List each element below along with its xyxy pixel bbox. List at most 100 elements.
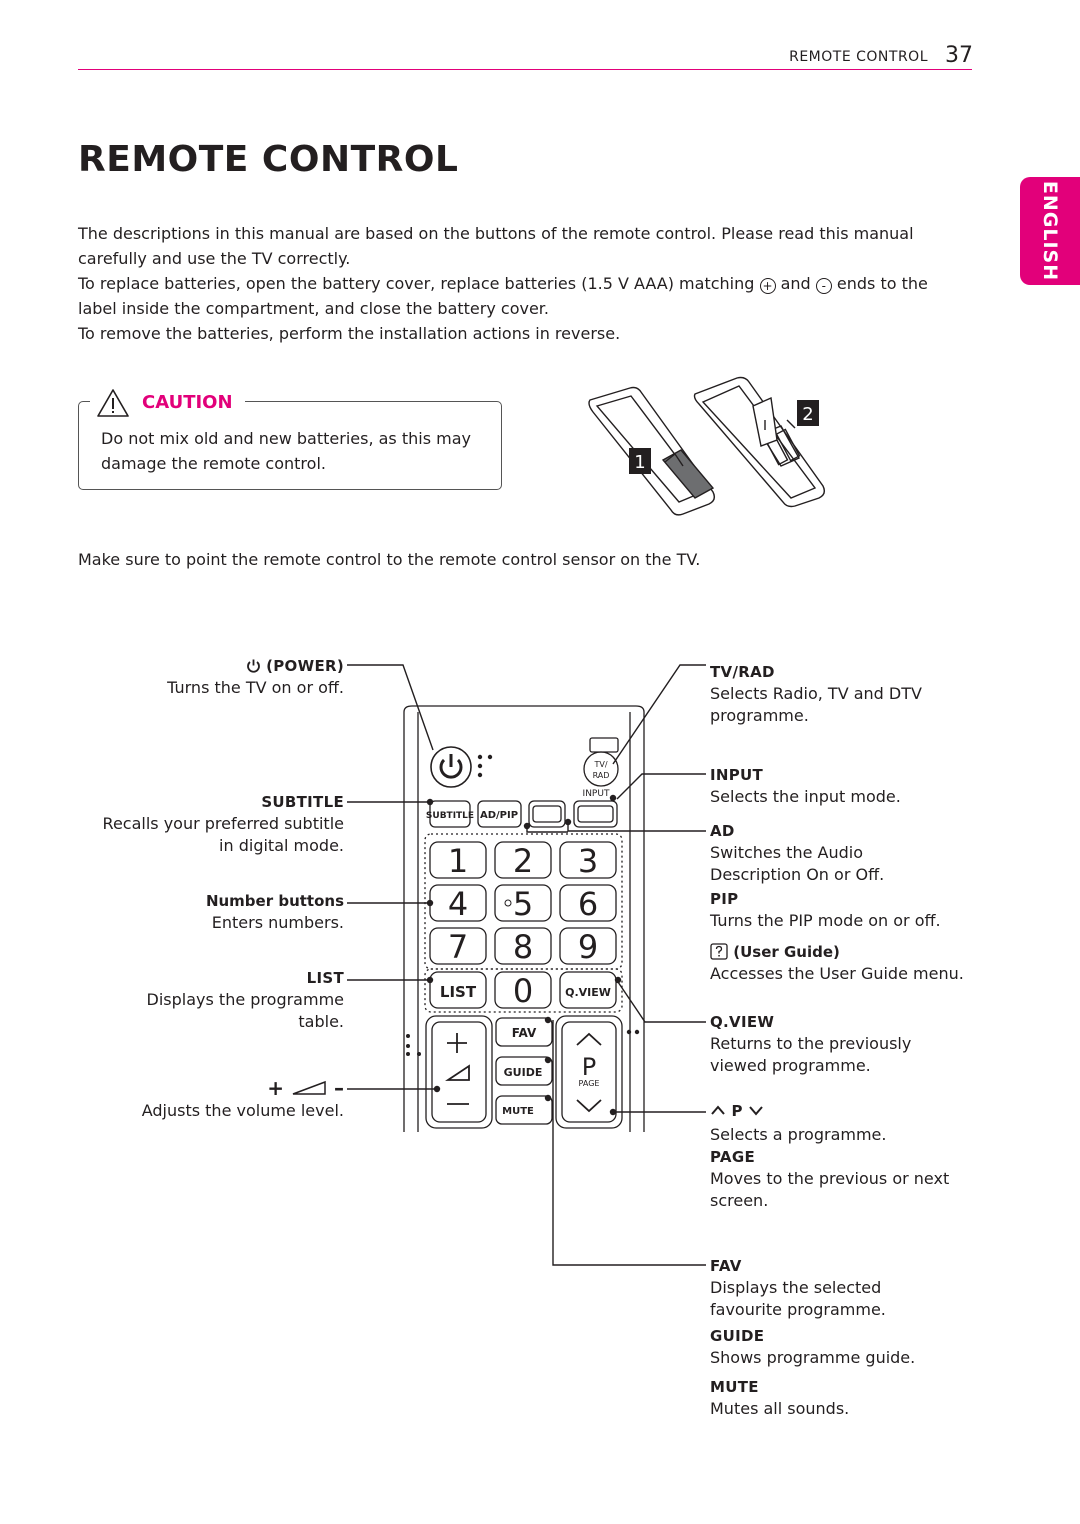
- guide-label-group: GUIDE Shows programme guide.: [710, 1326, 1000, 1369]
- programme-title-text: P: [731, 1102, 743, 1120]
- ad-desc-2: Description On or Off.: [710, 865, 885, 884]
- key-fav: FAV: [512, 1026, 537, 1040]
- pointing-note: Make sure to point the remote control to…: [78, 550, 701, 569]
- key-8: 8: [513, 928, 533, 966]
- key-2: 2: [513, 842, 533, 880]
- header-section: REMOTE CONTROL: [789, 49, 928, 65]
- programme-desc: Selects a programme.: [710, 1125, 887, 1144]
- qview-label-group: Q.VIEW Returns to the previously viewed …: [710, 1012, 1000, 1077]
- key-0: 0: [513, 972, 533, 1010]
- key-1: 1: [448, 842, 468, 880]
- volume-plus: +: [267, 1076, 285, 1100]
- tvrad-desc-1: Selects Radio, TV and DTV: [710, 684, 922, 703]
- caution-header: CAUTION: [90, 388, 245, 418]
- step-1-badge: 1: [634, 452, 645, 473]
- ad-title: AD: [710, 822, 735, 840]
- step-2-badge: 2: [802, 404, 813, 425]
- key-6: 6: [578, 885, 598, 923]
- minus-terminal-icon: -: [815, 278, 832, 294]
- key-5: 5: [513, 885, 533, 923]
- input-label-group: INPUT Selects the input mode.: [710, 765, 1000, 808]
- guide-desc: Shows programme guide.: [710, 1348, 916, 1367]
- ad-label-group: AD Switches the Audio Description On or …: [710, 821, 1000, 886]
- list-desc-2: table.: [298, 1012, 344, 1031]
- qview-desc-1: Returns to the previously: [710, 1034, 912, 1053]
- header-rule: [78, 69, 972, 70]
- volume-desc: Adjusts the volume level.: [141, 1101, 344, 1120]
- tvrad-label-group: TV/RAD Selects Radio, TV and DTV program…: [710, 662, 1000, 727]
- input-title: INPUT: [710, 766, 764, 784]
- mute-label-group: MUTE Mutes all sounds.: [710, 1377, 1000, 1420]
- intro-p2-part3: ends to the label inside the compartment…: [78, 274, 928, 318]
- page-title-label: PAGE: [710, 1148, 755, 1166]
- power-title-text: (POWER): [266, 657, 344, 675]
- key-tv: TV/: [593, 760, 607, 769]
- intro-paragraph-3: To remove the batteries, perform the ins…: [78, 324, 621, 343]
- guide-title: GUIDE: [710, 1327, 765, 1345]
- subtitle-title: SUBTITLE: [261, 793, 344, 811]
- user-guide-title-text: (User Guide): [733, 943, 840, 961]
- ad-desc-1: Switches the Audio: [710, 843, 863, 862]
- fav-label-group: FAV Displays the selected favourite prog…: [710, 1256, 1000, 1321]
- key-subtitle: SUBTITLE: [426, 811, 474, 821]
- programme-label-group: P Selects a programme.: [710, 1101, 1000, 1146]
- volume-minus: –: [334, 1076, 344, 1100]
- key-4: 4: [448, 885, 468, 923]
- page-desc-1: Moves to the previous or next: [710, 1169, 950, 1188]
- mute-desc: Mutes all sounds.: [710, 1399, 850, 1418]
- key-3: 3: [578, 842, 598, 880]
- pip-title: PIP: [710, 890, 739, 908]
- input-desc: Selects the input mode.: [710, 787, 901, 806]
- user-guide-desc: Accesses the User Guide menu.: [710, 964, 964, 983]
- list-desc-1: Displays the programme: [146, 990, 344, 1009]
- language-tab: ENGLISH: [1020, 177, 1080, 285]
- chevron-up-icon: [711, 1105, 725, 1115]
- pip-desc: Turns the PIP mode on or off.: [710, 911, 941, 930]
- fav-desc-1: Displays the selected: [710, 1278, 882, 1297]
- volume-wedge-icon: [292, 1080, 326, 1095]
- page-label-group: PAGE Moves to the previous or next scree…: [710, 1147, 1000, 1212]
- tvrad-desc-2: programme.: [710, 706, 809, 725]
- subtitle-desc-1: Recalls your preferred subtitle: [102, 814, 344, 833]
- key-p: P: [582, 1053, 596, 1081]
- caution-label: CAUTION: [142, 392, 233, 413]
- plus-terminal-icon: +: [759, 278, 776, 294]
- intro-p2-part2: and: [780, 274, 811, 293]
- programme-title: P: [710, 1101, 1000, 1122]
- number-desc: Enters numbers.: [211, 913, 344, 932]
- power-icon: [246, 659, 260, 673]
- key-rad: RAD: [593, 771, 610, 780]
- power-desc: Turns the TV on or off.: [167, 678, 344, 697]
- key-input-label: INPUT: [583, 789, 610, 799]
- volume-label-group: + – Adjusts the volume level.: [60, 1076, 344, 1122]
- caution-text: Do not mix old and new batteries, as thi…: [101, 429, 471, 473]
- intro-p2-part1: To replace batteries, open the battery c…: [78, 274, 755, 293]
- number-label-group: Number buttons Enters numbers.: [60, 891, 344, 934]
- fav-title: FAV: [710, 1257, 742, 1275]
- page-title: REMOTE CONTROL: [78, 139, 459, 180]
- caution-box: [78, 401, 502, 490]
- qview-title: Q.VIEW: [710, 1013, 775, 1031]
- number-title: Number buttons: [205, 892, 344, 910]
- qview-desc-2: viewed programme.: [710, 1056, 871, 1075]
- key-list: LIST: [440, 983, 477, 1001]
- battery-replacement-illustration: 1 2: [588, 376, 826, 516]
- page-desc-2: screen.: [710, 1191, 769, 1210]
- warning-triangle-icon: [97, 389, 129, 417]
- intro-paragraph-2: To replace batteries, open the battery c…: [78, 271, 968, 321]
- user-guide-icon: [710, 943, 728, 960]
- key-9: 9: [578, 928, 598, 966]
- key-adpip: AD/PIP: [480, 810, 518, 821]
- user-guide-label-group: (User Guide) Accesses the User Guide men…: [710, 942, 1010, 985]
- chevron-down-icon: [749, 1106, 764, 1116]
- mute-title: MUTE: [710, 1378, 759, 1396]
- key-guide: GUIDE: [504, 1066, 543, 1079]
- list-label-group: LIST Displays the programme table.: [60, 968, 344, 1033]
- key-qview: Q.VIEW: [565, 986, 611, 999]
- subtitle-label-group: SUBTITLE Recalls your preferred subtitle…: [40, 792, 344, 857]
- subtitle-desc-2: in digital mode.: [219, 836, 344, 855]
- fav-desc-2: favourite programme.: [710, 1300, 886, 1319]
- power-label-group: (POWER) Turns the TV on or off.: [60, 656, 344, 699]
- page-number: 37: [945, 43, 973, 68]
- tvrad-title: TV/RAD: [710, 663, 775, 681]
